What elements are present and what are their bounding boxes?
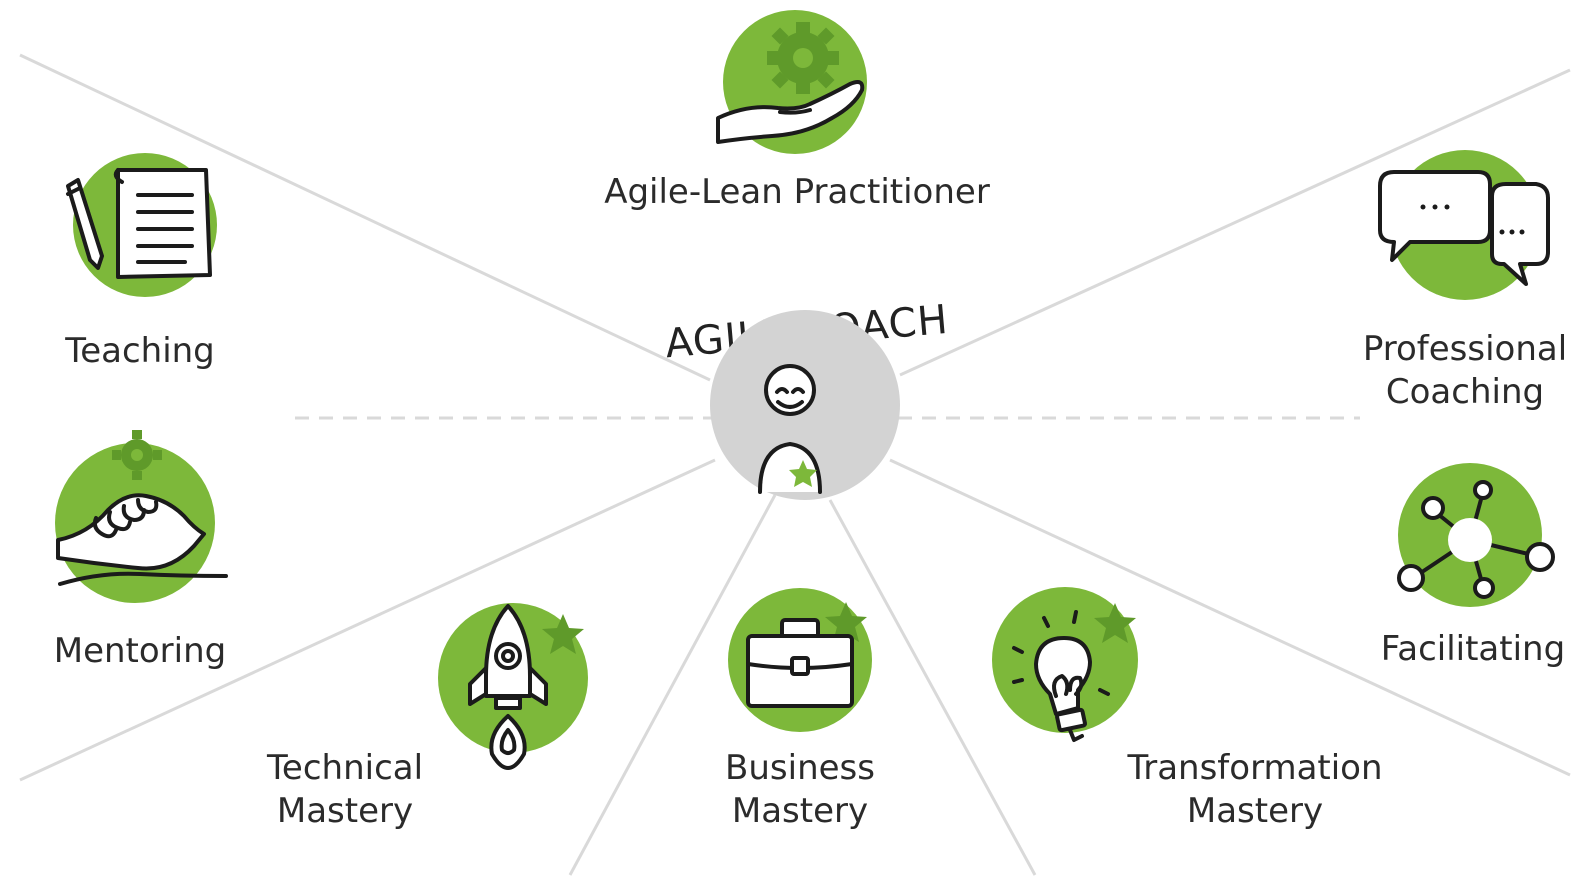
smiling-person-icon (758, 364, 822, 494)
business-mastery-label-line1: Business (725, 748, 875, 788)
professional-coaching-label-line1: Professional (1363, 329, 1567, 369)
business-mastery-label-line2: Mastery (732, 791, 868, 831)
connector-line-top-left (19, 53, 711, 382)
connector-line-bottom-right (889, 458, 1571, 777)
connector-line-top-right (899, 68, 1571, 377)
technical-mastery-label-line2: Mastery (277, 791, 413, 831)
technical-star-icon (542, 614, 584, 654)
node-facilitating: Facilitating (1381, 463, 1565, 669)
briefcase-icon (746, 618, 854, 708)
professional-coaching-label-line2: Coaching (1386, 372, 1544, 412)
connector-line-down-right (828, 499, 1037, 876)
node-transformation-mastery: Transformation Mastery (992, 587, 1383, 831)
node-agile-lean-practitioner: Agile-Lean Practitioner (604, 10, 990, 212)
facilitating-label: Facilitating (1381, 629, 1565, 669)
network-nodes-icon (1397, 480, 1555, 599)
transformation-star-icon (1094, 603, 1136, 643)
node-teaching: Teaching (64, 153, 217, 371)
teaching-label: Teaching (64, 331, 215, 371)
pencil-and-document-icon (66, 168, 212, 279)
transformation-mastery-label-line1: Transformation (1126, 748, 1382, 788)
node-professional-coaching: Professional Coaching (1363, 150, 1567, 412)
connector-lines (19, 53, 1571, 876)
connector-line-down-left (568, 494, 777, 876)
technical-mastery-label-line1: Technical (266, 748, 423, 788)
node-business-mastery: Business Mastery (725, 588, 875, 831)
agile-lean-label: Agile-Lean Practitioner (604, 172, 990, 212)
business-star-icon (825, 602, 867, 642)
transformation-mastery-label-line2: Mastery (1187, 791, 1323, 831)
rocket-icon (468, 604, 548, 770)
speech-bubbles-icon (1378, 170, 1550, 286)
connector-line-bottom-left (19, 458, 716, 782)
node-technical-mastery: Technical Mastery (266, 603, 588, 831)
node-mentoring: Mentoring (54, 430, 228, 671)
mentoring-label: Mentoring (54, 631, 227, 671)
handshake-gear-icon (56, 430, 228, 586)
lightbulb-icon (1012, 610, 1110, 742)
gear-on-hand-icon (716, 22, 865, 144)
